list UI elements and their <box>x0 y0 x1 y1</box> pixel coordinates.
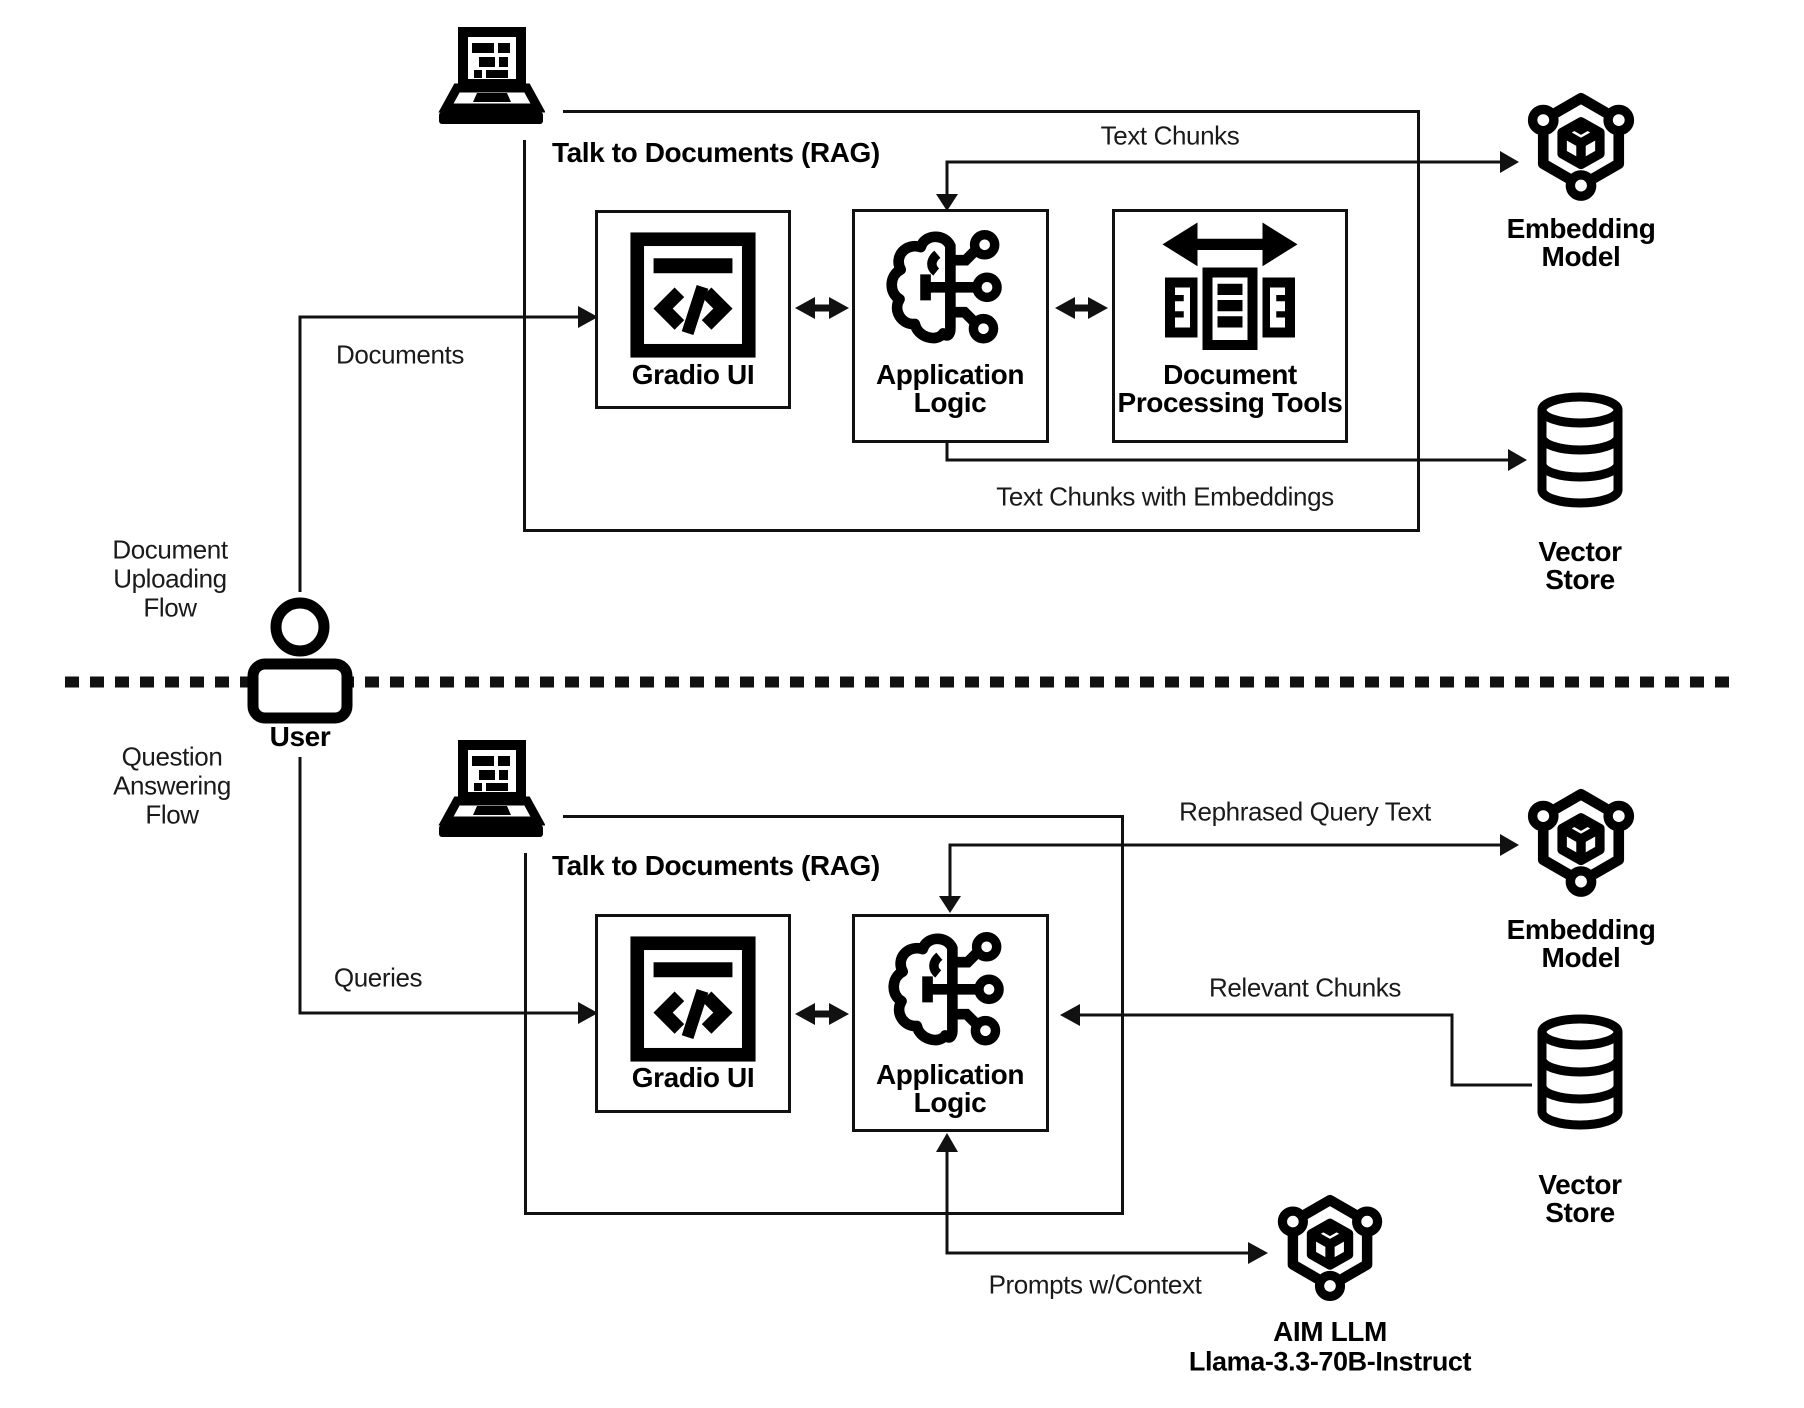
upload-flow-system-box <box>523 110 1420 532</box>
embedding-model-icon-qa <box>1522 786 1640 904</box>
doc-tools-label-2: Processing Tools <box>1117 387 1343 418</box>
brain-circuit-icon-upload <box>883 227 1013 350</box>
system-title-upload: Talk to Documents (RAG) <box>552 137 880 168</box>
arrowheads <box>578 151 1527 1264</box>
user-icon <box>245 585 355 725</box>
embedding-label-upload-2: Model <box>1541 241 1621 272</box>
code-window-icon-qa <box>625 931 761 1067</box>
laptop-icon-qa <box>437 739 545 843</box>
queries-arrow-line <box>298 757 578 1015</box>
llm-icon <box>1272 1192 1388 1308</box>
system-title-qa: Talk to Documents (RAG) <box>552 850 880 881</box>
qa-flow-label-2: Answering <box>113 770 231 801</box>
app-logic-label-qa-1: Application <box>875 1059 1025 1090</box>
doc-flow-label-3: Flow <box>143 592 197 623</box>
document-transform-icon <box>1155 220 1305 360</box>
text-chunks-edge-label: Text Chunks <box>1100 120 1240 151</box>
embedding-model-icon-upload <box>1522 90 1640 208</box>
user-label: User <box>269 721 331 752</box>
queries-edge-label: Queries <box>333 962 423 993</box>
text-chunks-line <box>945 160 1500 203</box>
rephrased-query-line <box>948 843 1500 906</box>
chunks-embeddings-edge-label: Text Chunks with Embeddings <box>996 481 1334 512</box>
documents-arrow-line <box>298 315 578 592</box>
prompts-edge-label: Prompts w/Context <box>988 1269 1202 1300</box>
documents-edge-label: Documents <box>336 339 464 370</box>
vector-label-qa-1: Vector <box>1538 1169 1622 1200</box>
doc-flow-label-2: Uploading <box>113 563 227 594</box>
app-logic-label-qa-2: Logic <box>913 1087 987 1118</box>
vector-label-upload-1: Vector <box>1538 536 1622 567</box>
doc-tools-label-1: Document <box>1163 359 1297 390</box>
vector-store-icon-qa <box>1530 1012 1630 1134</box>
vector-store-icon-upload <box>1530 390 1630 512</box>
bidirectional-arrows <box>795 297 1108 1025</box>
embedding-label-qa-2: Model <box>1541 942 1621 973</box>
embedding-label-qa-1: Embedding <box>1506 914 1656 945</box>
gradio-label-upload: Gradio UI <box>631 359 755 390</box>
laptop-icon-upload <box>437 26 545 130</box>
doc-flow-label-1: Document <box>112 534 228 565</box>
embedding-label-upload-1: Embedding <box>1506 213 1656 244</box>
relevant-chunks-line <box>1080 1013 1532 1087</box>
qa-flow-label-1: Question <box>121 741 223 772</box>
app-logic-label-upload-2: Logic <box>913 387 987 418</box>
app-logic-label-upload-1: Application <box>875 359 1025 390</box>
chunks-embeddings-line <box>945 443 1508 462</box>
relevant-chunks-edge-label: Relevant Chunks <box>1209 972 1401 1003</box>
vector-label-upload-2: Store <box>1545 564 1615 595</box>
qa-flow-label-3: Flow <box>145 799 199 830</box>
llm-label-2: Llama-3.3-70B-Instruct <box>1188 1346 1472 1377</box>
gradio-label-qa: Gradio UI <box>631 1062 755 1093</box>
llm-label-1: AIM LLM <box>1273 1316 1387 1347</box>
code-window-icon-upload <box>625 227 761 363</box>
rephrased-edge-label: Rephrased Query Text <box>1179 796 1431 827</box>
prompts-context-line <box>945 1150 1248 1255</box>
vector-label-qa-2: Store <box>1545 1197 1615 1228</box>
brain-circuit-icon-qa <box>885 929 1015 1052</box>
